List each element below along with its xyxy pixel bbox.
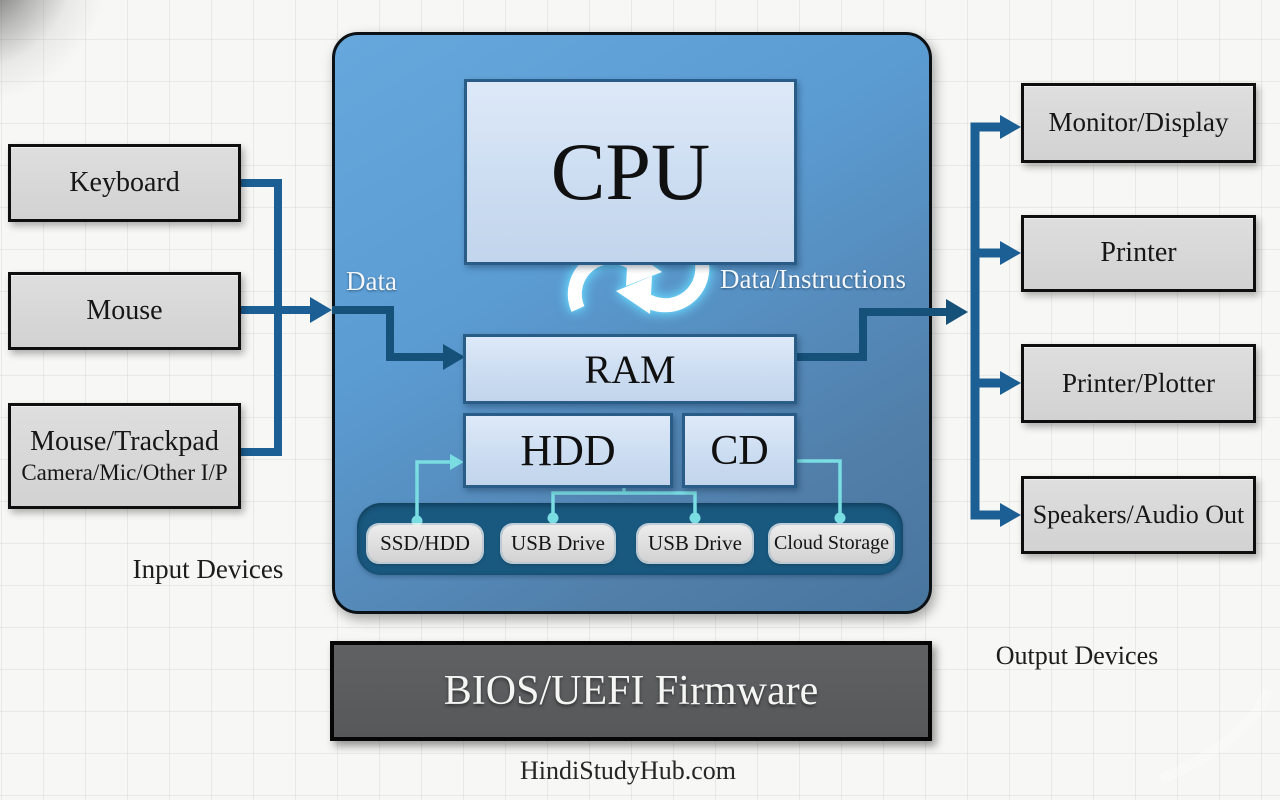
storage-pill-usb-1: USB Drive <box>502 525 614 562</box>
cpu-box: CPU <box>464 79 797 265</box>
cpu-label: CPU <box>550 126 711 217</box>
watermark-swoosh <box>1157 688 1273 785</box>
output-box-plotter: Printer/Plotter <box>1021 344 1256 423</box>
mouse-label: Mouse <box>86 294 163 326</box>
hdd-box: HDD <box>463 413 673 488</box>
output-devices-section-label: Output Devices <box>995 641 1159 670</box>
output-box-monitor: Monitor/Display <box>1021 83 1256 163</box>
output-box-speakers: Speakers/Audio Out <box>1021 476 1256 554</box>
ram-label: RAM <box>584 346 676 392</box>
output-bus-lines <box>970 122 1001 520</box>
input-box-keyboard: Keyboard <box>8 144 241 222</box>
storage-pill-usb-2: USB Drive <box>638 525 752 562</box>
input-bus-arrowhead <box>310 297 332 323</box>
site-credit: HindiStudyHub.com <box>520 756 736 785</box>
page-curl-shadow <box>0 0 160 130</box>
input-box-mouse: Mouse <box>8 272 241 350</box>
data-flow-in-label: Data <box>346 266 397 296</box>
keyboard-label: Keyboard <box>69 166 180 198</box>
usb-drive-1-label: USB Drive <box>511 531 605 555</box>
usb-drive-2-label: USB Drive <box>648 531 742 555</box>
speakers-label: Speakers/Audio Out <box>1032 500 1245 530</box>
data-flow-out-label: Data/Instructions <box>720 264 906 294</box>
bios-firmware-label: BIOS/UEFI Firmware <box>443 668 819 714</box>
trackpad-label: Mouse/Trackpad <box>30 425 219 457</box>
input-devices-section-label: Input Devices <box>132 554 284 584</box>
output-box-printer: Printer <box>1021 215 1256 292</box>
bios-firmware-box: BIOS/UEFI Firmware <box>330 641 932 741</box>
ssd-hdd-label: SSD/HDD <box>380 531 470 555</box>
printer-label: Printer <box>1100 237 1177 269</box>
cd-box: CD <box>682 413 797 488</box>
input-bus-lines <box>241 179 312 456</box>
input-box-trackpad: Mouse/Trackpad Camera/Mic/Other I/P <box>8 403 241 509</box>
storage-pill-cloud: Cloud Storage <box>770 525 893 562</box>
cloud-storage-label: Cloud Storage <box>774 532 889 554</box>
trackpad-sublabel: Camera/Mic/Other I/P <box>21 459 228 485</box>
hdd-label: HDD <box>520 426 616 475</box>
output-bus-arrowheads <box>1000 115 1021 527</box>
plotter-label: Printer/Plotter <box>1062 367 1215 398</box>
storage-pill-ssd-hdd: SSD/HDD <box>368 525 482 562</box>
ram-box: RAM <box>463 334 797 404</box>
cd-label: CD <box>710 427 769 474</box>
monitor-label: Monitor/Display <box>1048 107 1229 138</box>
ram-out-arrowhead <box>946 299 968 325</box>
